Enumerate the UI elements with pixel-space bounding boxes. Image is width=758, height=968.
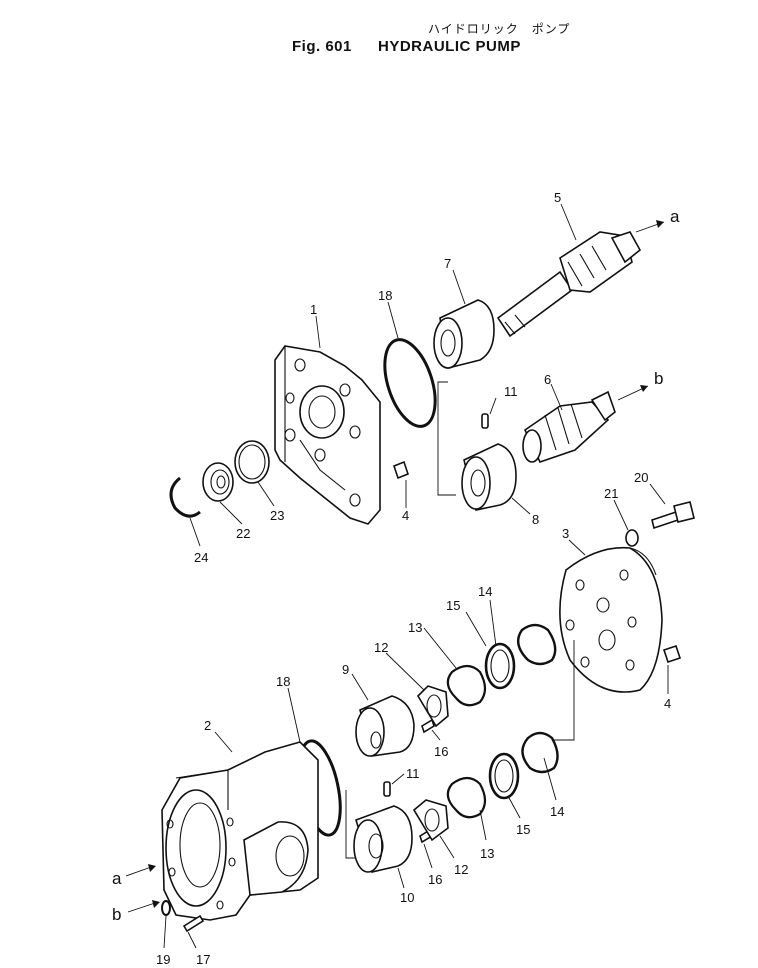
part-4-plug-right (662, 644, 682, 664)
callout-21: 21 (604, 486, 618, 501)
callout-24: 24 (194, 550, 208, 565)
part-6-driven-gear (522, 390, 616, 463)
callout-5: 5 (554, 190, 561, 205)
part-13-seal-lower (446, 776, 487, 819)
callout-12-upper: 12 (374, 640, 388, 655)
part-21-washer (625, 529, 639, 547)
callout-10: 10 (400, 890, 414, 905)
part-24-snap-ring (169, 476, 201, 518)
callout-16-upper: 16 (434, 744, 448, 759)
callout-20: 20 (634, 470, 648, 485)
callout-4-top: 4 (402, 508, 409, 523)
part-9-bushing (355, 695, 415, 757)
leader-lines (163, 203, 669, 949)
callout-9: 9 (342, 662, 349, 677)
part-11-pin-top (481, 413, 489, 429)
callout-13-upper: 13 (408, 620, 422, 635)
part-4-plug-top (393, 460, 409, 480)
alignment-bracket-right (552, 640, 575, 741)
callout-17: 17 (196, 952, 210, 967)
part-14-gasket-lower (521, 731, 559, 774)
part-19-small-o-ring (161, 900, 171, 916)
flow-marker-a-bottom: a (112, 869, 122, 888)
callout-labels: 1 2 3 4 4 5 6 7 8 9 10 11 11 12 12 13 13… (156, 190, 671, 967)
part-10-bushing (353, 805, 413, 873)
part-13-seal-upper (446, 664, 487, 707)
flow-markers: a b a b (112, 207, 680, 924)
flow-arrows (125, 220, 665, 913)
callout-4-right: 4 (664, 696, 671, 711)
callout-15-upper: 15 (446, 598, 460, 613)
part-12-plate-upper (416, 685, 449, 728)
callout-16-lower: 16 (428, 872, 442, 887)
callout-18-bottom: 18 (276, 674, 290, 689)
part-5-drive-gear-shaft (496, 231, 642, 338)
japanese-title: ハイドロリック ポンプ (428, 22, 571, 36)
callout-12-lower: 12 (454, 862, 468, 877)
part-12-plate-lower (412, 799, 449, 842)
flow-marker-b-top: b (654, 369, 663, 388)
callout-3: 3 (562, 526, 569, 541)
callout-23: 23 (270, 508, 284, 523)
callout-2: 2 (204, 718, 211, 733)
part-15-backup-ring-lower (488, 752, 520, 800)
part-17-pin (182, 914, 205, 933)
part-16-pin-upper (421, 718, 435, 734)
part-2-pump-body (161, 741, 319, 921)
flow-marker-b-bottom: b (112, 905, 121, 924)
callout-8: 8 (532, 512, 539, 527)
callout-14-lower: 14 (550, 804, 564, 819)
callout-11-top: 11 (504, 384, 518, 399)
callout-1: 1 (310, 302, 317, 317)
part-1-front-cover (274, 345, 381, 525)
callout-15-lower: 15 (516, 822, 530, 837)
part-23-seal (234, 440, 270, 484)
figure-title: HYDRAULIC PUMP (378, 38, 521, 55)
part-11-pin-bottom (383, 781, 391, 797)
part-7-bushing (433, 299, 495, 369)
callout-13-lower: 13 (480, 846, 494, 861)
part-14-gasket-upper (516, 623, 557, 666)
callout-19: 19 (156, 952, 170, 967)
callout-6: 6 (544, 372, 551, 387)
callout-22: 22 (236, 526, 250, 541)
part-18-o-ring-top (383, 338, 437, 428)
part-3-rear-cover (559, 546, 663, 693)
part-22-bearing (202, 462, 234, 502)
callout-7: 7 (444, 256, 451, 271)
figure-number: Fig. 601 (292, 38, 352, 55)
callout-11-bottom: 11 (406, 766, 420, 781)
part-20-bolt (651, 501, 695, 530)
part-8-bushing (461, 443, 517, 511)
part-15-backup-ring-upper (484, 642, 516, 690)
callout-18-top: 18 (378, 288, 392, 303)
callout-14-upper: 14 (478, 584, 492, 599)
flow-marker-a-top: a (670, 207, 680, 226)
alignment-bracket-top (437, 381, 456, 496)
